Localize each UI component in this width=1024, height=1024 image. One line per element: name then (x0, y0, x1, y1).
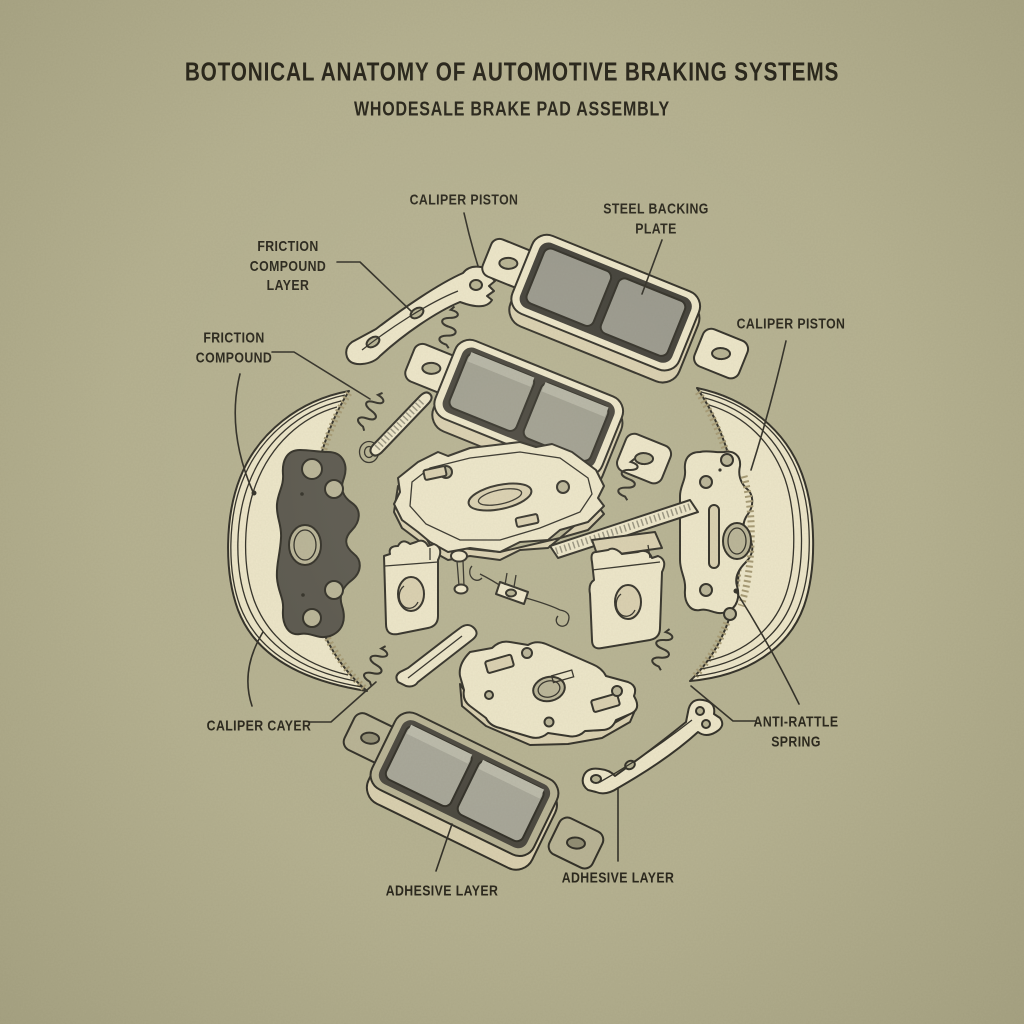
label-caliper-piston-right: CALIPER PISTON (736, 315, 846, 333)
coil-spring (359, 641, 393, 689)
poster-title: BOTONICAL ANATOMY OF AUTOMOTIVE BRAKING … (184, 56, 840, 87)
mounting-plate-illustration (458, 640, 639, 746)
coil-spring (352, 387, 390, 434)
poster-subtitle: WHODESALE BRAKE PAD ASSEMBLY (353, 98, 671, 121)
label-steel-backing-plate: STEEL BACKING PLATE (603, 200, 709, 238)
label-caliper-piston-top: CALIPER PISTON (409, 191, 519, 209)
label-adhesive-layer-left: ADHESIVE LAYER (385, 882, 499, 900)
wire-spring-clip-illustration (469, 565, 570, 627)
right-piston-block-illustration (588, 531, 666, 650)
label-anti-rattle-spring: ANTI-RATTLE SPRING (753, 713, 839, 751)
right-caliper-half-illustration (679, 387, 815, 682)
left-caliper-cover-illustration (227, 390, 368, 692)
label-adhesive-layer-right: ADHESIVE LAYER (561, 869, 675, 887)
label-friction-compound: FRICTION COMPOUND (195, 329, 273, 367)
cotter-pin-illustration (358, 391, 433, 464)
label-caliper-cayer: CALIPER CAYER (206, 717, 312, 735)
retainer-pin-illustration (450, 549, 469, 595)
label-friction-compound-layer: FRICTION COMPOUND LAYER (249, 237, 327, 294)
left-piston-block-illustration (383, 539, 442, 636)
